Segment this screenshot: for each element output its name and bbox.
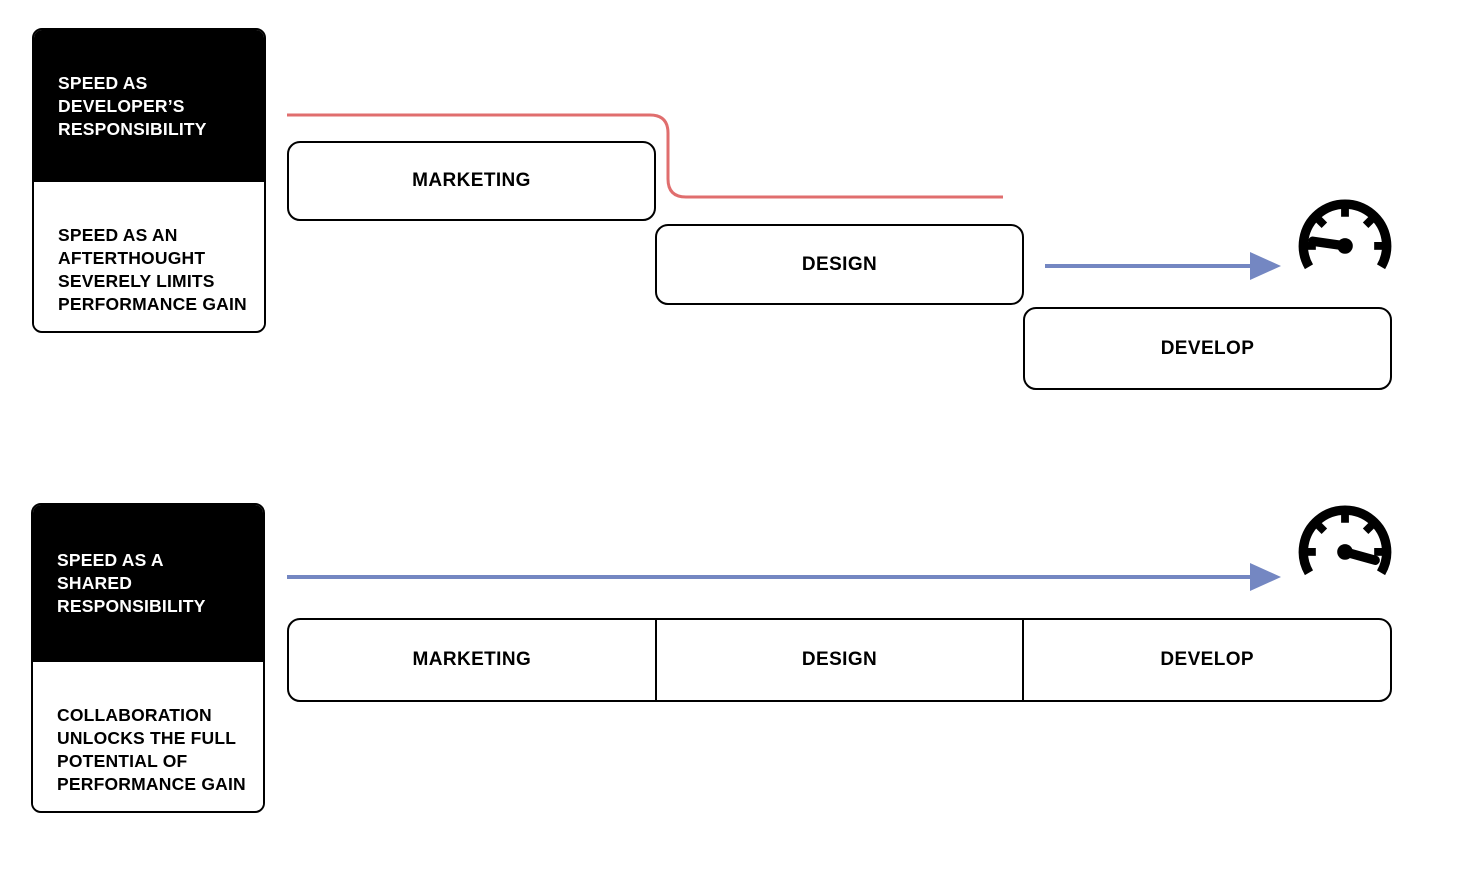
phase-box-develop: DEVELOP xyxy=(1023,307,1392,390)
phase-label: DESIGN xyxy=(801,253,878,275)
speedometer-fast-icon xyxy=(1298,505,1392,576)
card-description-line: SEVERELY LIMITS xyxy=(58,271,215,291)
phase-cell-develop: DEVELOP xyxy=(1022,620,1390,700)
phase-box-marketing: MARKETING xyxy=(287,141,656,221)
legend-card-shared-responsibility: SPEED AS A SHARED RESPONSIBILITY COLLABO… xyxy=(31,503,265,813)
card-title-line: SPEED AS xyxy=(58,72,148,93)
card-description-line: SPEED AS AN xyxy=(58,225,178,245)
card-description-line: PERFORMANCE GAIN xyxy=(58,294,247,314)
card-description-line: COLLABORATION xyxy=(57,705,212,725)
card-title-line: RESPONSIBILITY xyxy=(57,596,206,616)
card-description-block: COLLABORATION UNLOCKS THE FULL POTENTIAL… xyxy=(33,662,263,810)
card-title-line: SPEED AS A xyxy=(57,550,164,570)
phase-label: DESIGN xyxy=(801,649,878,670)
card-description-line: PERFORMANCE GAIN xyxy=(57,774,246,794)
card-description-line: POTENTIAL OF xyxy=(57,751,188,771)
phase-label: MARKETING xyxy=(412,649,532,670)
card-title-line: RESPONSIBILITY xyxy=(58,118,207,139)
phase-row-shared: MARKETING DESIGN DEVELOP xyxy=(287,618,1392,702)
speed-arrow-long-head xyxy=(1250,563,1281,591)
speed-arrow-short-head xyxy=(1250,252,1281,280)
phase-cell-marketing: MARKETING xyxy=(289,620,655,700)
card-title-block: SPEED AS A SHARED RESPONSIBILITY xyxy=(33,505,263,662)
card-description-line: UNLOCKS THE FULL xyxy=(57,728,237,748)
card-title-line: SHARED xyxy=(57,573,133,593)
phase-cell-design: DESIGN xyxy=(654,620,1023,700)
speedometer-slow-icon xyxy=(1298,199,1392,270)
card-title-block: SPEED AS DEVELOPER’S RESPONSIBILITY xyxy=(34,30,264,182)
card-description-block: SPEED AS AN AFTERTHOUGHT SEVERELY LIMITS… xyxy=(34,182,264,330)
phase-label: DEVELOP xyxy=(1160,337,1255,359)
phase-box-design: DESIGN xyxy=(655,224,1024,305)
card-title-line: DEVELOPER’S xyxy=(58,95,185,116)
card-description-line: AFTERTHOUGHT xyxy=(58,248,206,268)
legend-card-developer-responsibility: SPEED AS DEVELOPER’S RESPONSIBILITY SPEE… xyxy=(32,28,266,333)
phase-label: DEVELOP xyxy=(1160,649,1254,670)
phase-label: MARKETING xyxy=(412,170,531,191)
